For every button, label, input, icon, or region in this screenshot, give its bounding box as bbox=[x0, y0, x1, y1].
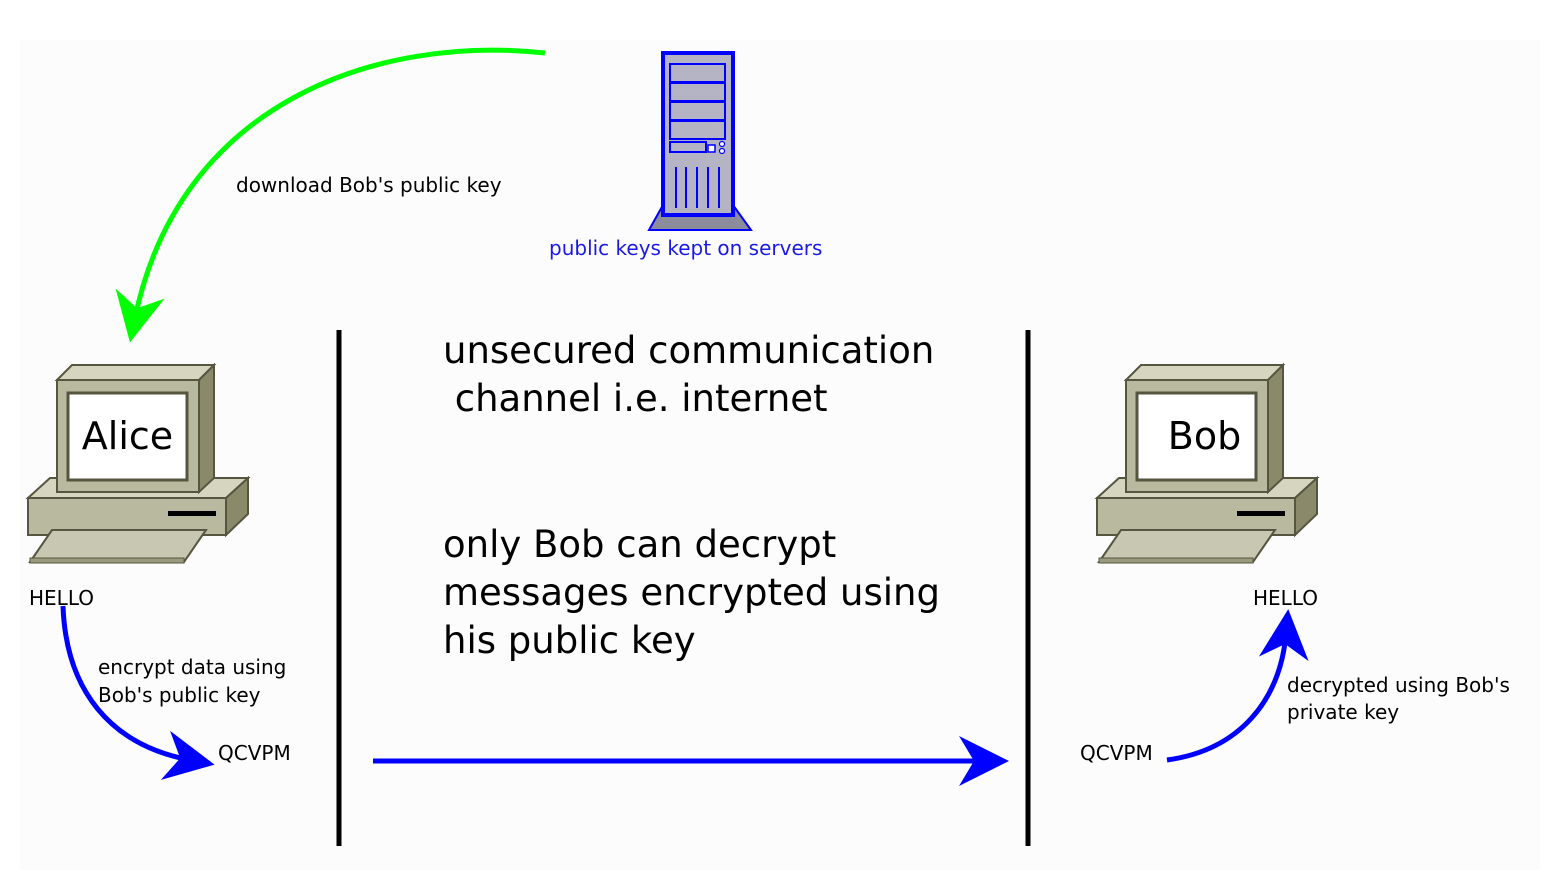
server-icon bbox=[647, 51, 753, 231]
bob-name: Bob bbox=[1167, 414, 1242, 458]
alice-computer-icon bbox=[25, 362, 251, 564]
channel-label-line1: unsecured communication bbox=[443, 329, 935, 372]
diagram-background bbox=[20, 40, 1540, 870]
decrypt-note-line3: his public key bbox=[443, 619, 696, 662]
encrypt-arrow bbox=[60, 605, 215, 780]
alice-name: Alice bbox=[81, 414, 174, 458]
decrypt-arrow bbox=[1166, 609, 1309, 763]
channel-label-line2: channel i.e. internet bbox=[443, 377, 828, 420]
alice-ciphertext: QCVPM bbox=[218, 741, 291, 765]
bob-ciphertext: QCVPM bbox=[1080, 741, 1153, 765]
alice-encrypt-label-line1: encrypt data using bbox=[98, 655, 287, 679]
alice-encrypt-label-line2: Bob's public key bbox=[98, 683, 261, 707]
download-label: download Bob's public key bbox=[236, 173, 502, 197]
server-label: public keys kept on servers bbox=[549, 236, 823, 260]
alice-plaintext: HELLO bbox=[29, 586, 94, 610]
bob-plaintext: HELLO bbox=[1253, 586, 1318, 610]
decrypt-note-line1: only Bob can decrypt bbox=[443, 523, 837, 566]
bob-decrypt-label-line1: decrypted using Bob's bbox=[1287, 673, 1510, 697]
download-arrow bbox=[115, 47, 546, 343]
bob-computer-icon bbox=[1094, 362, 1320, 564]
bob-decrypt-label-line2: private key bbox=[1287, 700, 1400, 724]
decrypt-note-line2: messages encrypted using bbox=[443, 571, 940, 614]
